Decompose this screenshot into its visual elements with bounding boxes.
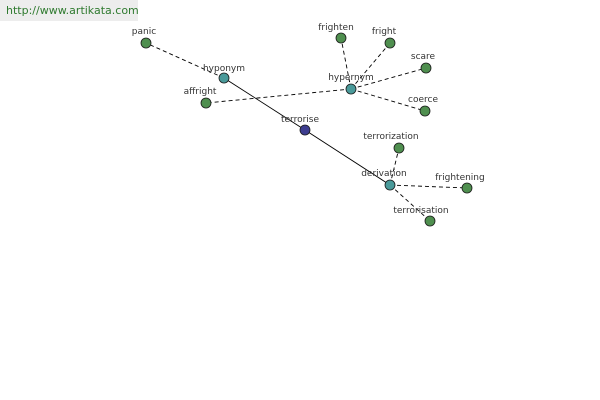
node-scare[interactable]: scare bbox=[411, 52, 436, 74]
nodes-layer: terrorise hyponym hypernym derivation panic a… bbox=[132, 23, 485, 227]
node-terrorization[interactable]: terrorization bbox=[363, 132, 419, 154]
node-fright-dot[interactable] bbox=[384, 37, 396, 49]
edge-hyponym1-panic bbox=[145, 42, 225, 79]
edge-hypernym-affright bbox=[205, 88, 352, 104]
node-coerce-label: coerce bbox=[408, 95, 438, 105]
node-scare-dot[interactable] bbox=[420, 62, 432, 74]
edge-derivation-terrorisation bbox=[389, 184, 431, 222]
node-scare-label: scare bbox=[411, 52, 436, 62]
edge-derivation-terrorization bbox=[389, 147, 400, 186]
node-panic-label: panic bbox=[132, 27, 156, 37]
node-terrorise-dot[interactable] bbox=[299, 124, 311, 136]
node-hypernym-dot[interactable] bbox=[345, 83, 357, 95]
node-affright-label: affright bbox=[184, 87, 217, 97]
node-hypernym-label: hypernym bbox=[328, 73, 374, 83]
node-frightening-dot[interactable] bbox=[461, 182, 473, 194]
node-terrorisation[interactable]: terrorisation bbox=[393, 206, 449, 227]
edge-hypernym-fright bbox=[350, 42, 391, 90]
node-derivation-label: derivation bbox=[361, 169, 407, 179]
node-affright-dot[interactable] bbox=[200, 97, 212, 109]
node-coerce-dot[interactable] bbox=[419, 105, 431, 117]
node-panic[interactable]: panic bbox=[132, 27, 156, 49]
node-hypernym[interactable]: hypernym bbox=[328, 73, 374, 95]
node-hyponym1-label: hyponym bbox=[203, 64, 245, 74]
edge-hypernym-coerce bbox=[350, 88, 426, 112]
node-hyponym1-dot[interactable] bbox=[218, 72, 230, 84]
edge-derivation-frightening bbox=[389, 184, 468, 189]
node-hyponym1[interactable]: hyponym bbox=[203, 64, 245, 84]
edges-layer bbox=[145, 37, 468, 222]
node-terrorisation-dot[interactable] bbox=[424, 215, 436, 227]
node-affright[interactable]: affright bbox=[184, 87, 217, 109]
edge-terrorise-hyponym1 bbox=[223, 77, 306, 131]
edge-hypernym-frighten bbox=[340, 37, 352, 90]
node-terrorisation-label: terrorisation bbox=[393, 206, 448, 216]
node-derivation-dot[interactable] bbox=[384, 179, 396, 191]
node-derivation[interactable]: derivation bbox=[361, 169, 407, 191]
node-fright-label: fright bbox=[372, 27, 397, 37]
node-frightening[interactable]: frightening bbox=[435, 173, 485, 194]
node-coerce[interactable]: coerce bbox=[408, 95, 438, 117]
watermark-url[interactable]: http://www.artikata.com bbox=[0, 0, 139, 21]
node-frighten-label: frighten bbox=[318, 23, 354, 33]
edge-terrorise-derivation bbox=[304, 129, 391, 186]
node-terrorization-dot[interactable] bbox=[393, 142, 405, 154]
node-fright[interactable]: fright bbox=[372, 27, 397, 49]
node-terrorise-label: terrorise bbox=[281, 115, 320, 125]
node-terrorization-label: terrorization bbox=[363, 132, 418, 142]
node-panic-dot[interactable] bbox=[140, 37, 152, 49]
edge-hypernym-scare bbox=[350, 67, 427, 90]
node-terrorise[interactable]: terrorise bbox=[281, 115, 320, 136]
node-frightening-label: frightening bbox=[435, 173, 484, 183]
node-frighten[interactable]: frighten bbox=[318, 23, 354, 44]
node-frighten-dot[interactable] bbox=[335, 32, 347, 44]
